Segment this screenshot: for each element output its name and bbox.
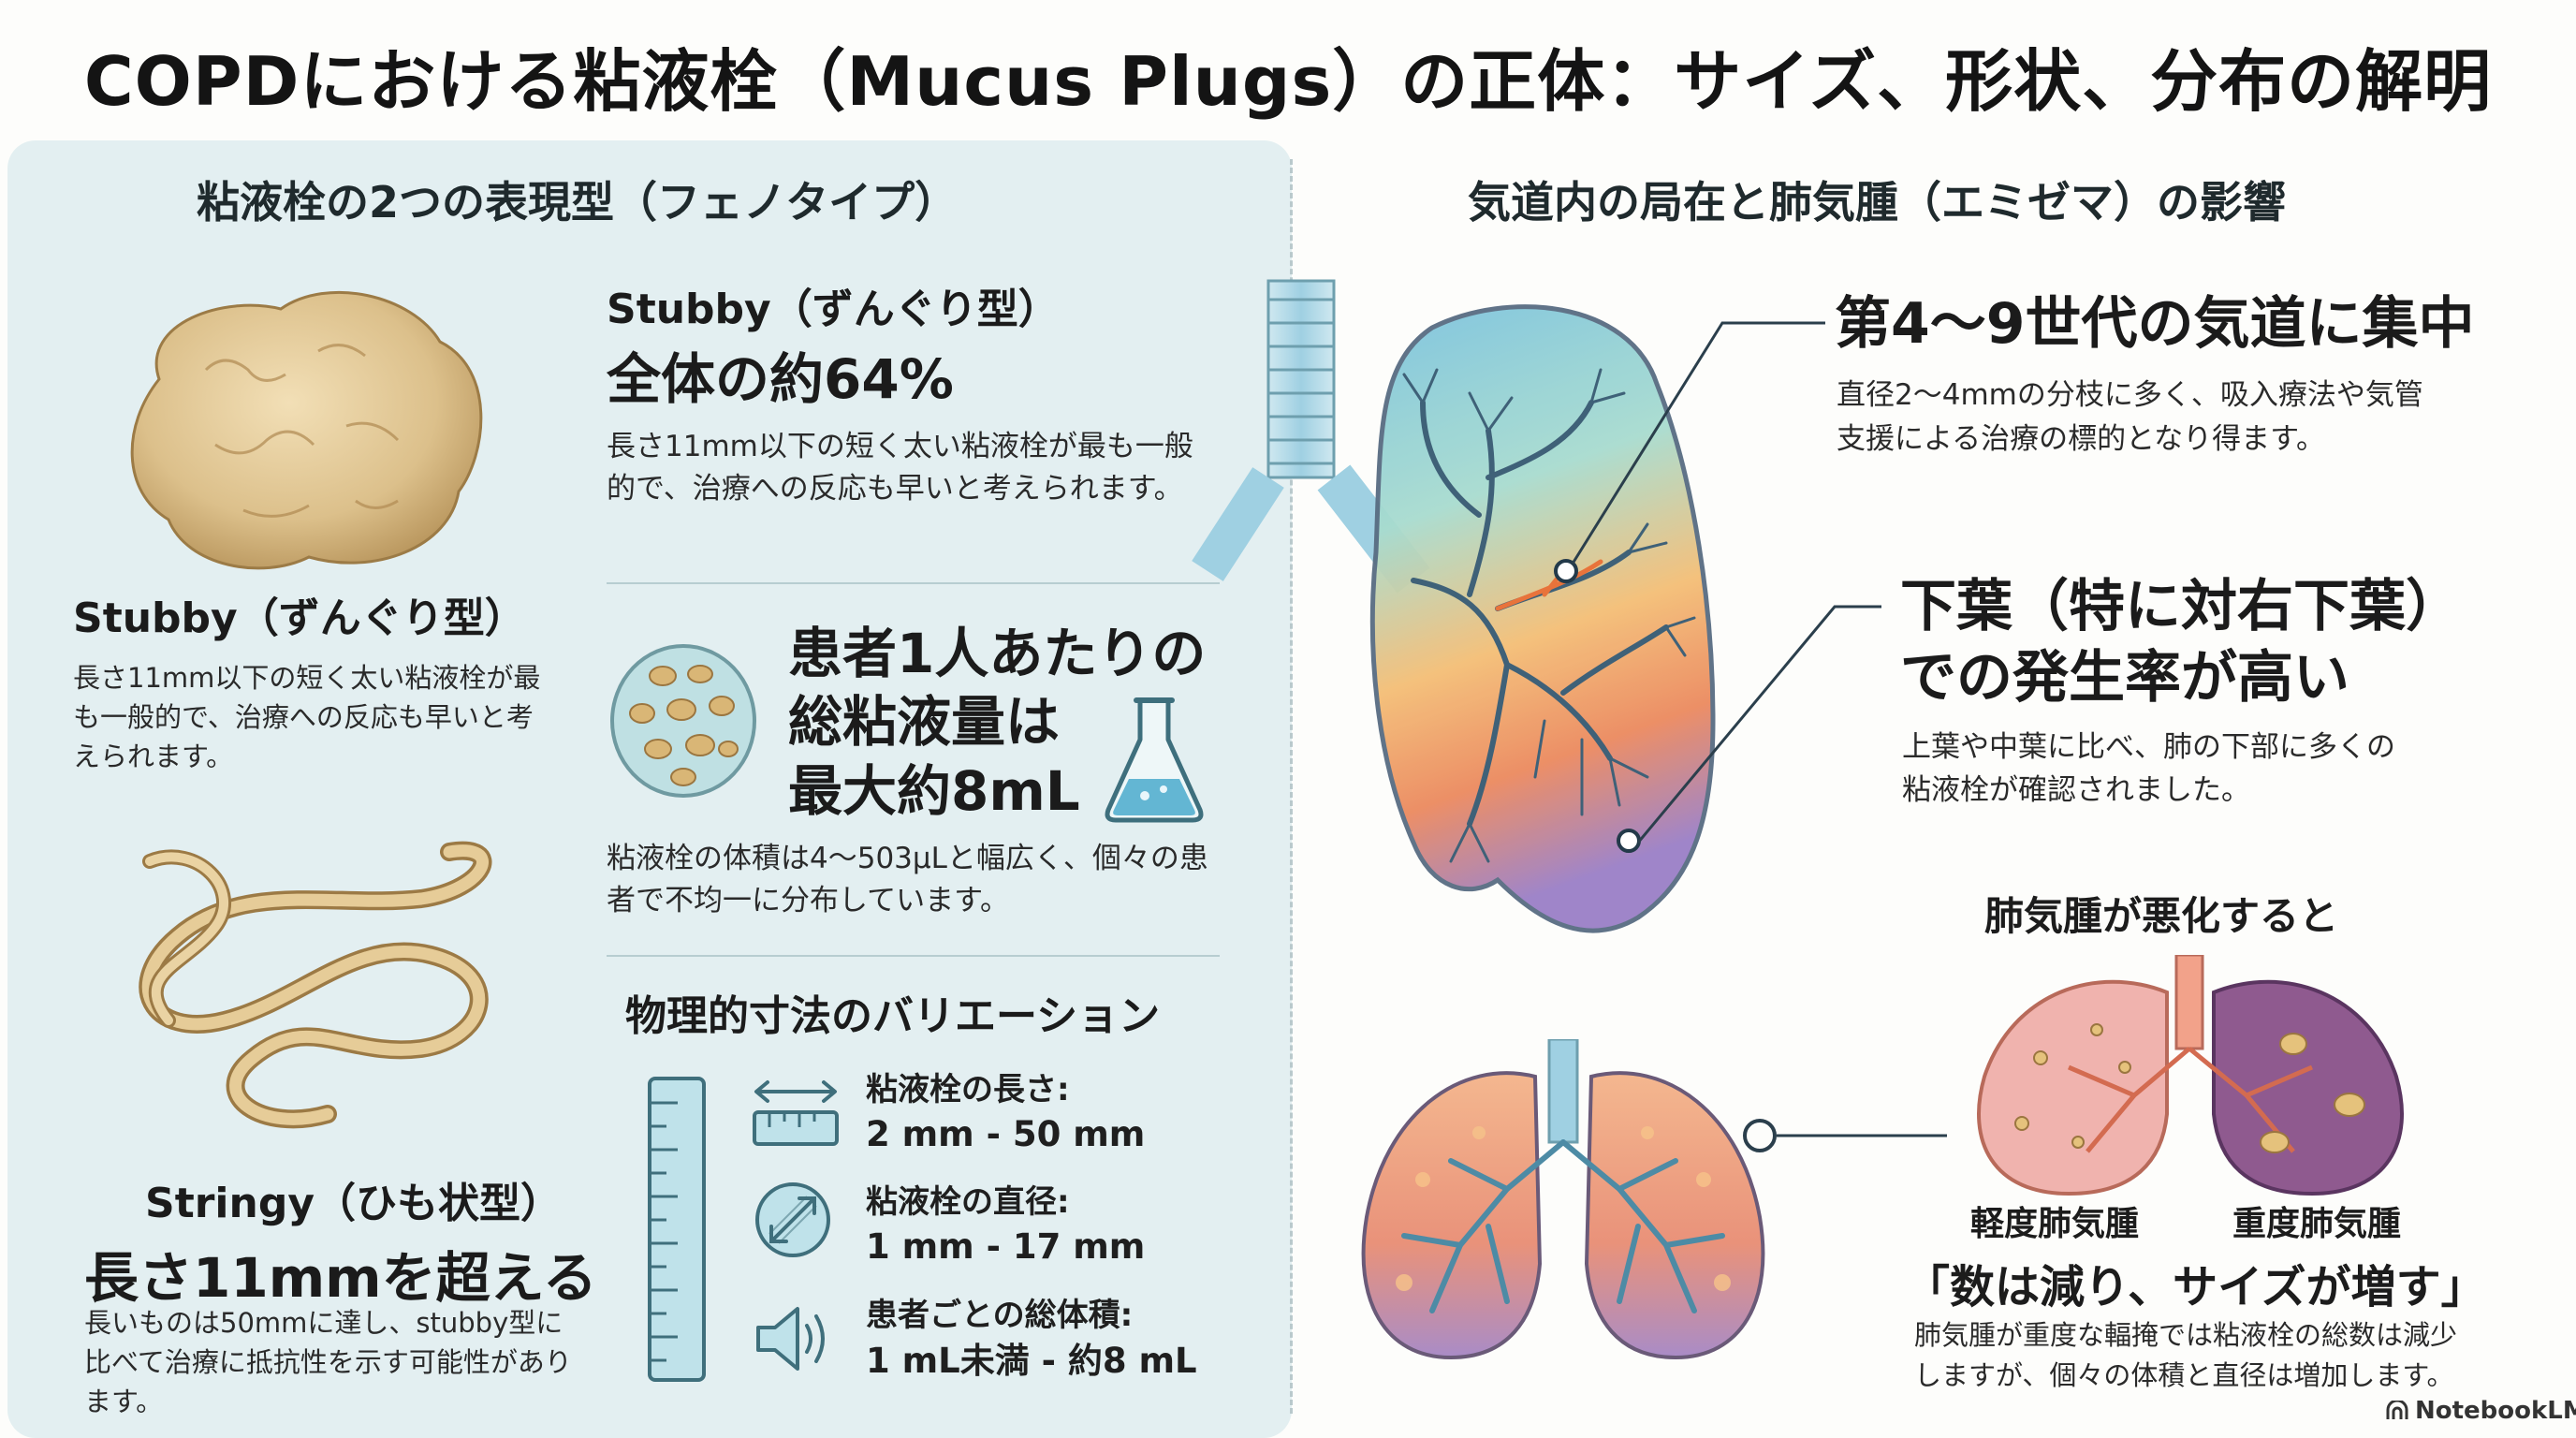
volume-headline-2: 総粘液量は (788, 690, 1061, 754)
flask-icon (1105, 697, 1204, 823)
severe-emphysema-label: 重度肺気腫 (2232, 1205, 2402, 1243)
lower-lobe-title-1: 下葉（特に対右下葉） (1900, 574, 2462, 639)
lower-lobe-text-1: 上葉や中葉に比べ、肺の下部に多くの (1902, 730, 2395, 764)
ruler-icon (648, 1077, 706, 1382)
page-title: COPDにおける粘液栓（Mucus Plugs）の正体：サイズ、形状、分布の解明 (83, 42, 2493, 121)
generation-text-2: 支援による治療の標的となり得ます。 (1837, 422, 2326, 456)
lower-lobe-text-2: 粘液栓が確認されました。 (1902, 773, 2250, 807)
stringy-stat: 長さ11mmを超える (84, 1246, 597, 1310)
diameter-icon (755, 1182, 830, 1257)
volume-headline-1: 患者1人あたりの (788, 622, 1207, 685)
dim-diameter-label: 粘液栓の直径: (866, 1183, 1070, 1221)
phenotype-heading: 粘液栓の2つの表現型（フェノタイプ） (197, 177, 959, 227)
stubby-plug-illustration (130, 290, 483, 570)
volume-text: 粘液栓の体積は4～503μLと幅広く、個々の患者で不均一に分布しています。 (607, 842, 1208, 917)
emphysema-quote: 「数は減り、サイズが増す」 (1905, 1261, 2486, 1313)
lungs-small-illustration (1361, 1039, 1765, 1360)
volume-headline-3: 最大約8mL (788, 759, 1080, 823)
mild-emphysema-label: 軽度肺気腫 (1970, 1205, 2140, 1243)
dim-volume-value: 1 mL未満 - 約8 mL (866, 1341, 1197, 1381)
lung-airway-illustration (1192, 279, 1716, 933)
dim-length-value: 2 mm - 50 mm (866, 1114, 1146, 1154)
section-divider-2 (607, 955, 1220, 957)
stringy-text: 長いものは50mmに達し、stubby型に比べて治療に抵抗性を示す可能性がありま… (84, 1307, 572, 1418)
stringy-plug-illustration (139, 841, 492, 1129)
dim-length-label: 粘液栓の長さ: (866, 1071, 1070, 1108)
notebooklm-logo: NotebookLM (2415, 1397, 2576, 1425)
dimensions-heading: 物理的寸法のバリエーション (625, 992, 1161, 1040)
localization-heading: 気道内の局在と肺気腫（エミゼマ）の影響 (1468, 177, 2286, 227)
stringy-title: Stringy（ひも状型） (145, 1180, 563, 1227)
cell-cluster-icon (610, 644, 756, 798)
notebooklm-logo-icon (2386, 1401, 2408, 1419)
section-divider (607, 582, 1220, 584)
stubby-block-title: Stubby（ずんぐり型） (607, 286, 1060, 333)
center-divider (1290, 159, 1293, 1414)
dim-volume-label: 患者ごとの総体積: (866, 1297, 1134, 1334)
emphysema-heading: 肺気腫が悪化すると (1984, 893, 2339, 939)
volume-icon (756, 1307, 825, 1371)
emphysema-text-2: しますが、個々の体積と直径は増加します。 (1914, 1359, 2454, 1391)
stubby-caption-title: Stubby（ずんぐり型） (73, 594, 526, 642)
emphysema-comparison-illustration (1977, 955, 2404, 1196)
emphysema-text-1: 肺気腫が重度な輻掩では粘液栓の総数は減少 (1914, 1319, 2458, 1351)
stubby-caption-text: 長さ11mm以下の短く太い粘液栓が最も一般的で、治療への反応も早いと考えられます… (73, 662, 541, 773)
generation-text-1: 直径2～4mmの分枝に多く、吸入療法や気管 (1837, 378, 2423, 412)
generation-title: 第4～9世代の気道に集中 (1835, 291, 2475, 357)
stubby-block-text: 長さ11mm以下の短く太い粘液栓が最も一般的で、治療への反応も早いと考えられます… (607, 430, 1193, 506)
dim-diameter-value: 1 mm - 17 mm (866, 1226, 1146, 1267)
stubby-share-stat: 全体の約64% (607, 347, 954, 411)
length-ruler-icon (753, 1080, 839, 1146)
lower-lobe-title-2: での発生率が高い (1900, 645, 2349, 711)
